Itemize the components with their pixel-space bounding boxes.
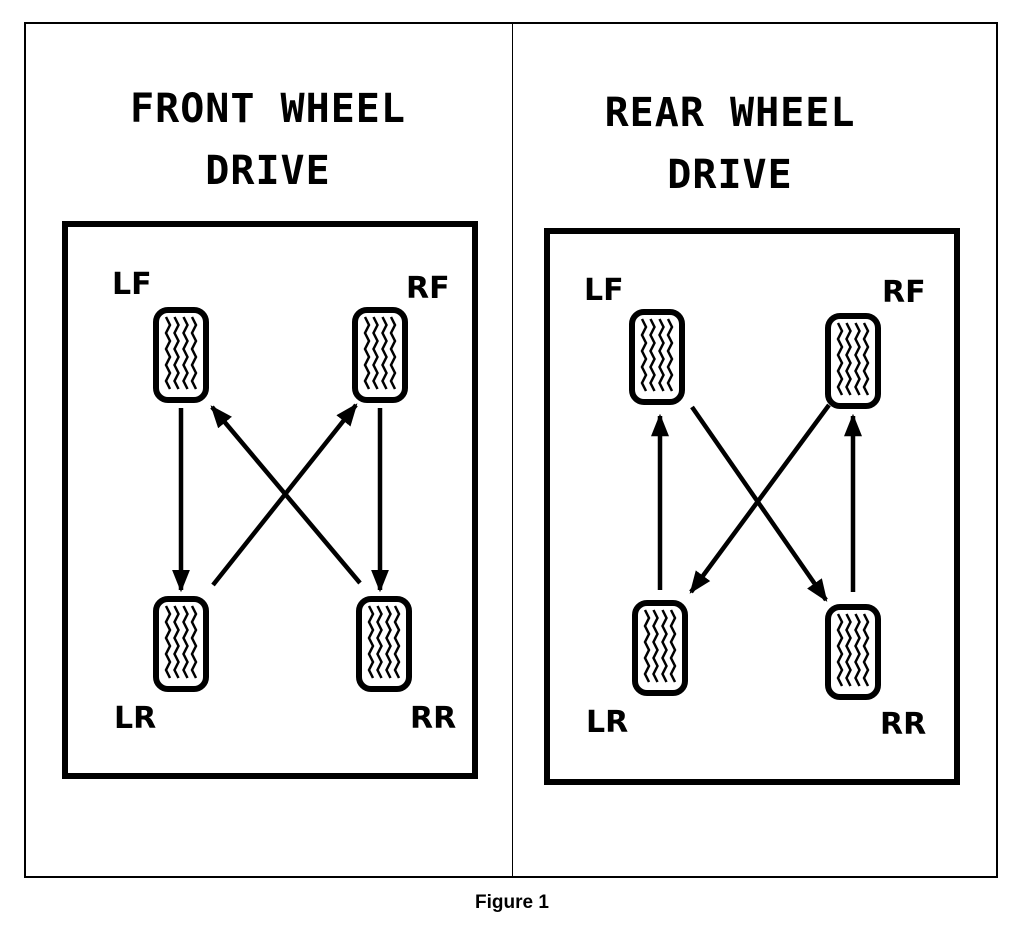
rear-title-line-2: DRIVE (667, 152, 793, 198)
rear-arrow-rf-to-lr (689, 403, 831, 594)
rear-label-lr: LR (586, 705, 628, 740)
front-tire-rr (356, 596, 412, 692)
front-label-rf: RF (406, 271, 450, 306)
rear-panel-title: REAR WHEEL DRIVE (510, 82, 950, 206)
rear-car-outline (544, 228, 960, 785)
figure-frame (24, 22, 998, 878)
front-panel: LF RF LR RR (62, 221, 478, 779)
rear-label-rr: RR (880, 707, 926, 742)
front-title-line-1: FRONT WHEEL (130, 86, 406, 132)
rear-label-rf: RF (882, 275, 926, 310)
rear-tire-rr (825, 604, 881, 700)
rear-tire-rf (825, 313, 881, 409)
rear-tires (629, 309, 881, 700)
rear-panel: LF RF LR RR (544, 228, 960, 785)
front-tire-lr (153, 596, 209, 692)
front-arrow-rr-to-lf (210, 405, 362, 585)
figure-caption: Figure 1 (475, 892, 549, 913)
panel-divider (512, 22, 513, 878)
rear-tire-lf (629, 309, 685, 405)
front-rotation-arrows (172, 403, 389, 593)
front-tires (153, 307, 412, 692)
rear-label-lf: LF (584, 273, 624, 308)
front-label-lr: LR (114, 701, 156, 736)
front-title-line-2: DRIVE (205, 148, 331, 194)
rear-title-line-1: REAR WHEEL (604, 90, 856, 136)
front-label-rr: RR (410, 701, 456, 736)
rear-tire-lr (632, 600, 688, 696)
front-tire-rf (352, 307, 408, 403)
front-label-lf: LF (112, 267, 152, 302)
front-car-outline (62, 221, 478, 779)
front-tire-lf (153, 307, 209, 403)
front-panel-title: FRONT WHEEL DRIVE (48, 78, 488, 202)
rear-rotation-arrows (651, 403, 862, 602)
